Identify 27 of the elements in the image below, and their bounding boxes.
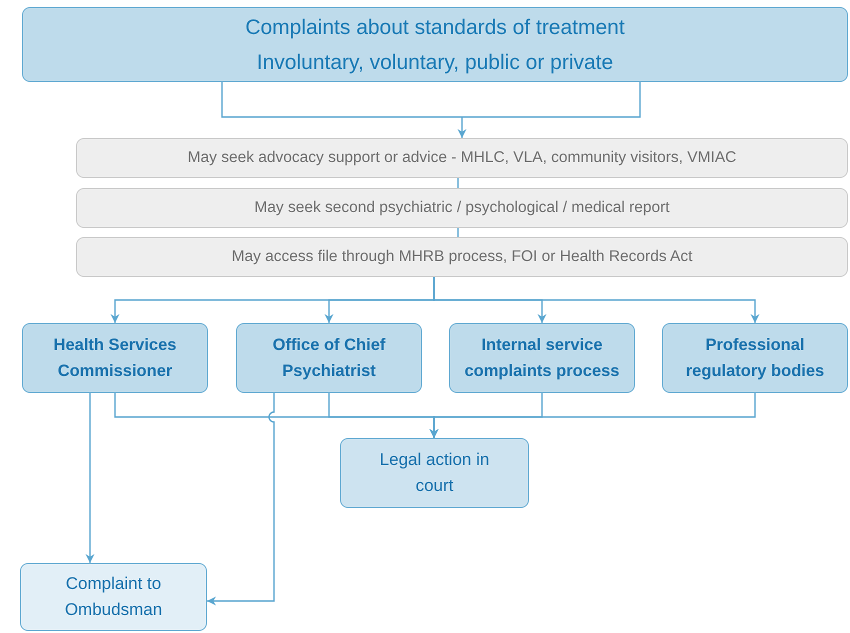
heading-box [22, 7, 848, 82]
arrow [207, 393, 275, 606]
box-label: Health Services Commissioner [52, 335, 178, 382]
process-box [449, 323, 635, 393]
arrow [86, 393, 94, 563]
subheading-text: Involuntary, voluntary, public or private [256, 50, 614, 76]
info-box [76, 237, 848, 277]
box-label: Complaint to Ombudsman [64, 573, 164, 621]
box-label: May seek advocacy support or advice - MHLC, VLA, community visitors, VMIAC [188, 149, 736, 167]
info-box [76, 138, 848, 178]
arrow [430, 393, 756, 438]
box-label: Professional regulatory bodies [684, 335, 826, 382]
process-box [340, 438, 529, 508]
box-label: May access file through MHRB process, FOI or Health Records Act [232, 248, 692, 266]
arrow [433, 277, 760, 323]
info-box [76, 188, 848, 228]
arrow [221, 81, 641, 139]
process-box [662, 323, 848, 393]
process-box [22, 323, 208, 393]
box-label: Office of Chief Psychiatrist [272, 335, 386, 382]
process-box [236, 323, 422, 393]
box-label: Internal service complaints process [464, 335, 620, 382]
process-box [20, 563, 207, 631]
heading-text: Complaints about standards of treatment [245, 14, 625, 40]
connector-line [457, 178, 459, 188]
box-label: May seek second psychiatric / psychological / medical report [254, 199, 670, 217]
box-label: Legal action in court [378, 449, 490, 497]
